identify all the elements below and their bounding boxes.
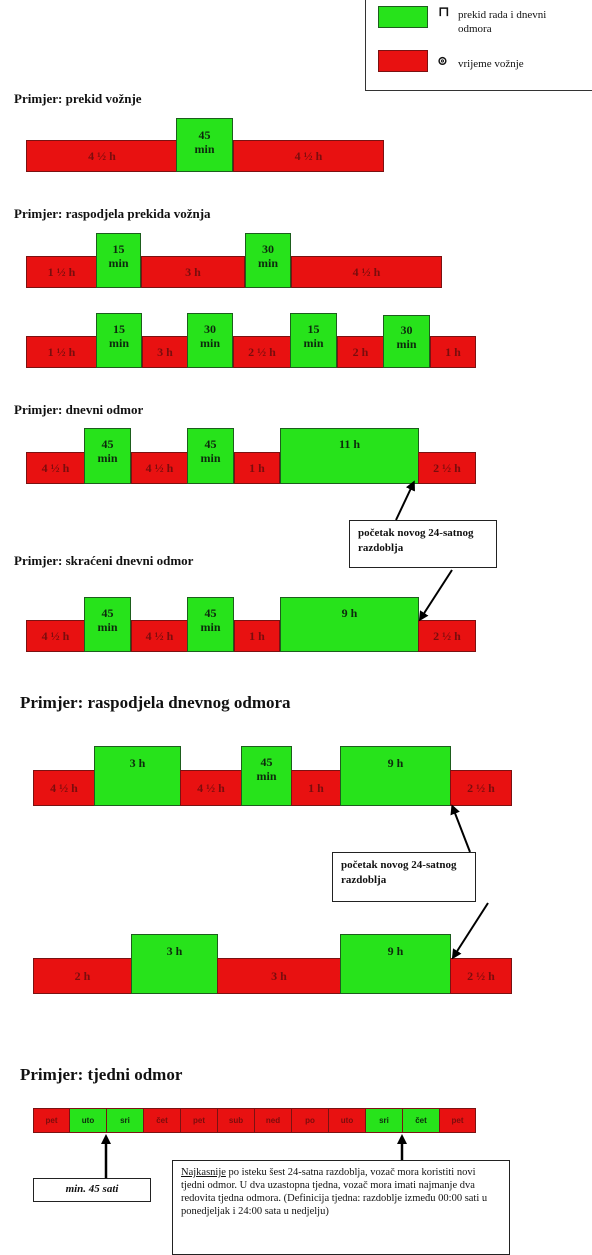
drive-segment: 4 ½ h — [131, 452, 188, 484]
drive-segment: 1 h — [234, 620, 280, 652]
drive-segment: 4 ½ h — [291, 256, 442, 288]
rest-segment: 9 h — [340, 934, 451, 994]
section-title-split-break: Primjer: raspodjela prekida vožnja — [14, 206, 211, 221]
arrow-new-period-daily — [395, 480, 415, 521]
section-title-split-daily-rest: Primjer: raspodjela dnevnog odmora — [20, 693, 291, 712]
drive-segment: 4 ½ h — [33, 770, 95, 806]
week-day-cell: ned — [254, 1108, 292, 1133]
legend: ⊓ prekid rada i dnevni odmora ⊚ vrijeme … — [365, 0, 592, 91]
weekly-rest-note: Najkasnije po isteku šest 24-satna razdo… — [172, 1160, 510, 1255]
legend-drive-label: vrijeme vožnje — [458, 58, 524, 70]
drive-segment: 4 ½ h — [26, 452, 85, 484]
drive-segment: 4 ½ h — [26, 620, 85, 652]
legend-break-swatch — [378, 6, 428, 28]
drive-segment: 1 h — [430, 336, 476, 368]
drive-segment: 4 ½ h — [26, 140, 178, 172]
drive-segment: 4 ½ h — [131, 620, 188, 652]
section-title-daily-rest: Primjer: dnevni odmor — [14, 402, 144, 417]
week-day-cell: sri — [106, 1108, 144, 1133]
latest-word: Najkasnije — [181, 1167, 226, 1178]
week-day-cell: čet — [143, 1108, 181, 1133]
drive-segment: 1 h — [291, 770, 341, 806]
rest-segment: 3 h — [94, 746, 181, 806]
legend-drive-swatch — [378, 50, 428, 72]
arrow-new-period-split — [450, 804, 471, 853]
break-icon: ⊓ — [438, 5, 450, 20]
section-title-driving-break: Primjer: prekid vožnje — [14, 91, 142, 106]
week-day-cell: čet — [402, 1108, 440, 1133]
drive-segment: 2 h — [337, 336, 384, 368]
new-period-note: početak novog 24-satnog razdoblja — [332, 852, 476, 902]
drive-segment: 2 ½ h — [450, 958, 512, 994]
drive-segment: 1 ½ h — [26, 336, 97, 368]
week-day-cell: uto — [328, 1108, 366, 1133]
drive-segment: 2 ½ h — [233, 336, 291, 368]
arrow-new-period-reduced — [418, 569, 453, 622]
drive-segment: 1 h — [234, 452, 280, 484]
week-day-cell: pet — [439, 1108, 476, 1133]
new-period-note: početak novog 24-satnog razdoblja — [349, 520, 497, 568]
rest-segment: 9 h — [280, 597, 419, 652]
arrow-new-period-split-2 — [451, 902, 489, 960]
legend-break-label: prekid rada i dnevni odmora — [458, 9, 547, 35]
drive-segment: 1 ½ h — [26, 256, 97, 288]
drive-segment: 3 h — [217, 958, 341, 994]
steering-wheel-icon: ⊚ — [437, 53, 448, 68]
week-day-cell: uto — [69, 1108, 107, 1133]
drive-segment: 2 h — [33, 958, 132, 994]
weekly-rest-text: po isteku šest 24-satna razdoblja, vozač… — [181, 1167, 488, 1217]
rest-segment: 3 h — [131, 934, 218, 994]
min-45-note: min. 45 sati — [33, 1178, 151, 1202]
rest-segment: 9 h — [340, 746, 451, 806]
week-day-cell: sub — [217, 1108, 255, 1133]
drive-segment: 2 ½ h — [418, 620, 476, 652]
drive-segment: 4 ½ h — [233, 140, 384, 172]
section-title-reduced-daily-rest: Primjer: skraćeni dnevni odmor — [14, 553, 194, 568]
week-day-cell: pet — [180, 1108, 218, 1133]
section-title-weekly-rest: Primjer: tjedni odmor — [20, 1065, 183, 1084]
drive-segment: 3 h — [141, 256, 245, 288]
min45-text: min. 45 sati — [65, 1183, 119, 1195]
drive-segment: 2 ½ h — [418, 452, 476, 484]
drive-segment: 2 ½ h — [450, 770, 512, 806]
